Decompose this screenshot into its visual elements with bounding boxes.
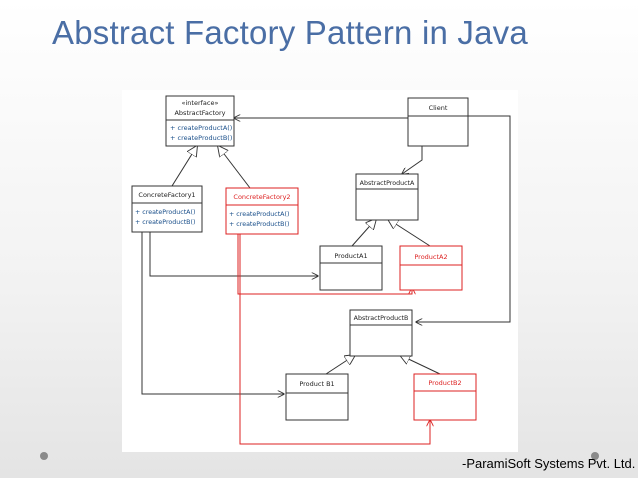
connectors	[141, 115, 511, 445]
client-class: Client	[407, 97, 469, 147]
concrete-factory2-op-a: + createProductA()	[229, 211, 289, 218]
product-a1-class: ProductA1	[319, 245, 383, 291]
abstract-product-a-name: AbstractProductA	[360, 180, 415, 187]
client-name: Client	[429, 104, 448, 112]
concrete-factory2-class: ConcreteFactory2 + createProductA() + cr…	[225, 187, 299, 235]
cf2-to-productb2-arrow	[239, 232, 430, 445]
abstract-factory-name: AbstractFactory	[174, 109, 225, 117]
abstract-product-b-name: AbstractProductB	[354, 315, 409, 322]
product-b2-name: ProductB2	[428, 379, 461, 387]
product-a1-name: ProductA1	[334, 252, 367, 260]
slide-dot-left	[40, 452, 48, 460]
abstract-factory-stereotype: «interface»	[182, 99, 219, 107]
cf2-to-producta2-arrow	[237, 232, 412, 295]
cf1-generalization	[171, 146, 197, 187]
concrete-factory2-name: ConcreteFactory2	[233, 193, 290, 201]
abstract-factory-class: «interface» AbstractFactory + createProd…	[165, 95, 235, 147]
concrete-factory1-op-b: + createProductB()	[135, 219, 195, 226]
slide-title: Abstract Factory Pattern in Java	[52, 14, 528, 51]
client-to-abstractproducta-arrow	[402, 146, 423, 174]
concrete-factory1-name: ConcreteFactory1	[138, 191, 195, 199]
concrete-factory2-op-b: + createProductB()	[229, 221, 289, 228]
abstract-factory-op-b: + createProductB()	[170, 134, 232, 142]
product-a2-class: ProductA2	[399, 245, 463, 291]
concrete-factory1-class: ConcreteFactory1 + createProductA() + cr…	[131, 185, 203, 233]
product-a2-name: ProductA2	[414, 253, 447, 261]
footer-company: -ParamiSoft Systems Pvt. Ltd.	[462, 456, 636, 471]
cf2-generalization	[218, 146, 251, 189]
slide-dot-right	[591, 452, 599, 460]
product-b1-class: Product B1	[285, 373, 349, 421]
producta2-generalization	[388, 219, 431, 247]
product-b2-class: ProductB2	[413, 373, 477, 421]
cf1-to-producta1-arrow	[149, 232, 318, 276]
abstract-product-b-class: AbstractProductB	[349, 309, 413, 357]
abstract-factory-op-a: + createProductA()	[170, 124, 232, 132]
producta1-generalization	[351, 219, 376, 247]
concrete-factory1-op-a: + createProductA()	[135, 209, 195, 216]
abstract-product-a-class: AbstractProductA	[355, 173, 419, 221]
cf1-to-productb1-arrow	[141, 232, 284, 394]
uml-diagram: «interface» AbstractFactory + createProd…	[122, 90, 518, 452]
product-b1-name: Product B1	[299, 380, 334, 388]
productb1-generalization	[325, 355, 355, 375]
productb2-generalization	[400, 355, 441, 375]
client-to-abstractproductb-arrow	[416, 115, 511, 322]
